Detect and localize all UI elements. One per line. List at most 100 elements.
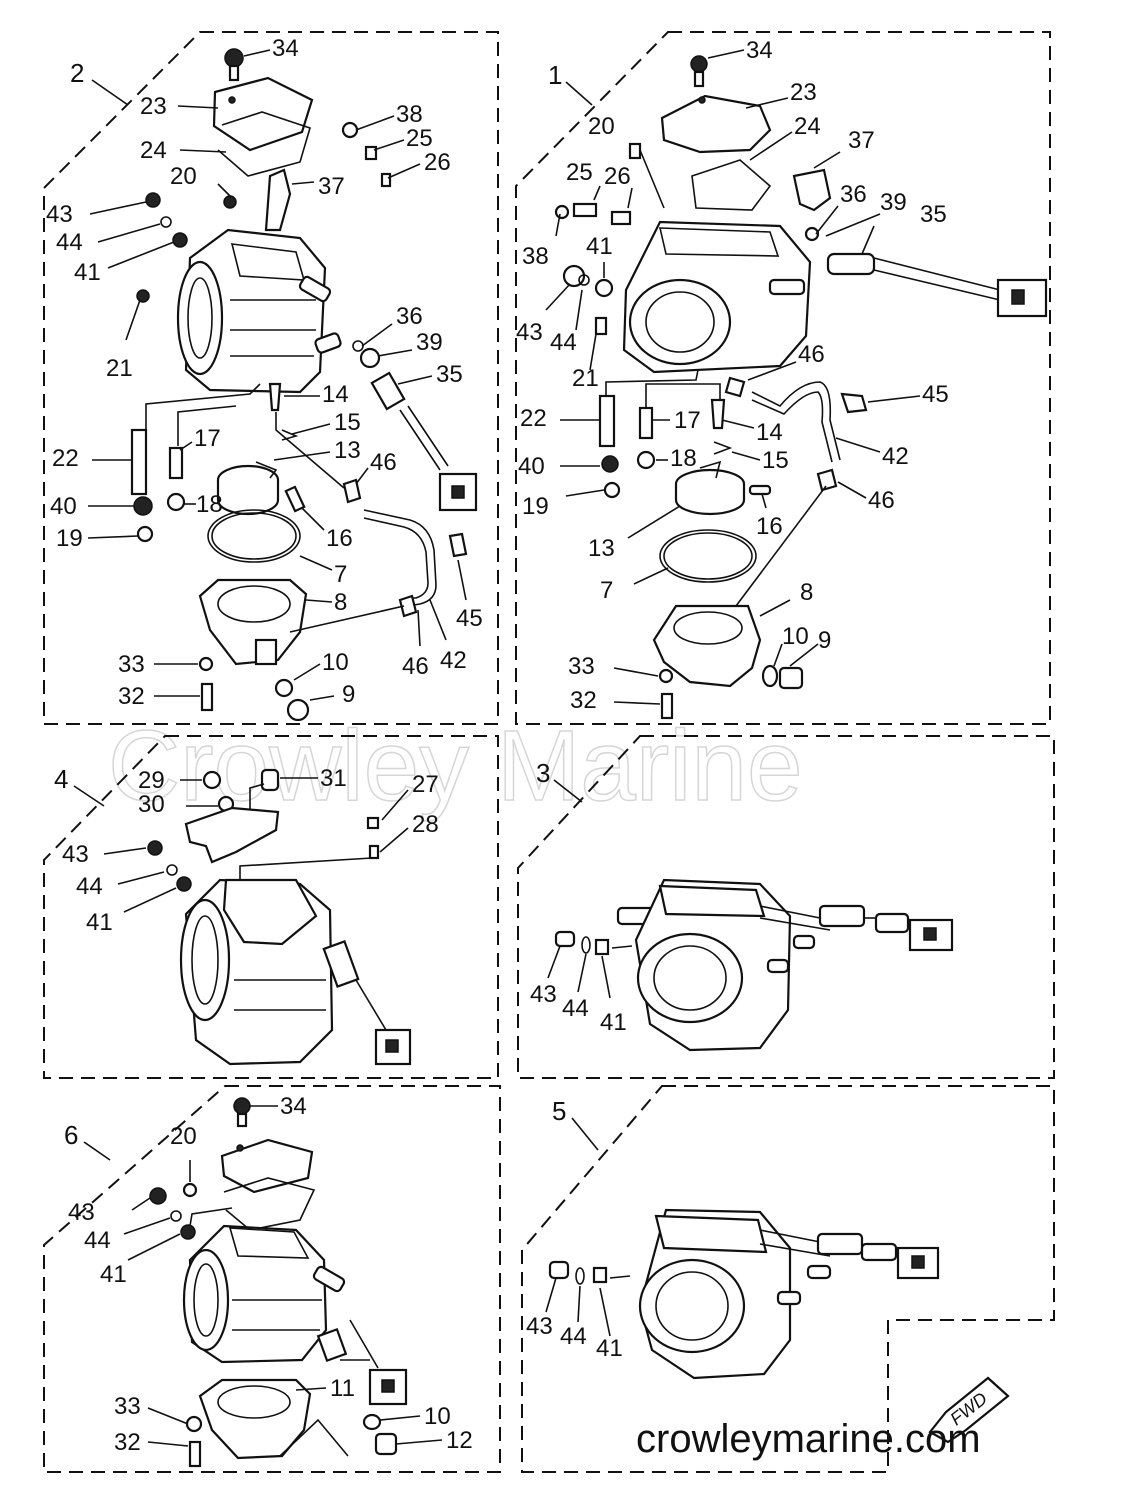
callout-44: 44	[76, 873, 103, 900]
callout-7: 7	[334, 561, 347, 588]
callout-41: 41	[86, 909, 113, 936]
callout-43: 43	[46, 201, 73, 228]
callout-33: 33	[568, 653, 595, 680]
callout-32: 32	[114, 1429, 141, 1456]
callout-45: 45	[922, 381, 949, 408]
callout-43: 43	[516, 319, 543, 346]
callout-21: 21	[572, 365, 599, 392]
callout-35: 35	[920, 201, 947, 228]
callout-35: 35	[436, 361, 463, 388]
callout-9: 9	[342, 681, 355, 708]
callout-15: 15	[334, 409, 361, 436]
callout-20: 20	[588, 113, 615, 140]
callout-12: 12	[446, 1427, 473, 1454]
callout-44: 44	[562, 995, 589, 1022]
panel-frame-1	[515, 31, 1051, 725]
panel-number-labels: 2 1 4 3 6 5	[54, 58, 599, 1161]
callout-19: 19	[56, 525, 83, 552]
callout-30: 30	[138, 791, 165, 818]
callout-20: 20	[170, 1123, 197, 1150]
callout-44: 44	[84, 1227, 111, 1254]
callout-41: 41	[100, 1261, 127, 1288]
callout-17: 17	[674, 407, 701, 434]
panel-4-drawing	[103, 768, 412, 1066]
callout-40: 40	[50, 493, 77, 520]
callout-28: 28	[412, 811, 439, 838]
callout-43: 43	[62, 841, 89, 868]
panel-3-label: 3	[536, 758, 550, 788]
callout-34: 34	[280, 1093, 307, 1120]
panel-frame-2	[43, 31, 499, 725]
callout-26: 26	[604, 163, 631, 190]
callout-7: 7	[600, 577, 613, 604]
callout-29: 29	[138, 767, 165, 794]
callout-8: 8	[800, 579, 813, 606]
panel-2-drawing	[87, 48, 478, 722]
callout-9: 9	[818, 627, 831, 654]
callout-36: 36	[840, 181, 867, 208]
callout-38: 38	[396, 101, 423, 128]
panel-3-callouts: 43 44 41	[530, 981, 627, 1036]
panel-frame-5	[521, 1085, 1055, 1473]
callout-43: 43	[526, 1313, 553, 1340]
panel-5-callouts: 43 44 41	[526, 1313, 623, 1362]
panel-2-label: 2	[70, 58, 84, 88]
callout-36: 36	[396, 303, 423, 330]
callout-42: 42	[882, 443, 909, 470]
callout-13: 13	[334, 437, 361, 464]
callout-17: 17	[194, 425, 221, 452]
callout-40: 40	[518, 453, 545, 480]
callout-46b: 46	[402, 653, 429, 680]
callout-43: 43	[530, 981, 557, 1008]
panel-frame-6	[43, 1085, 501, 1473]
callout-44: 44	[56, 229, 83, 256]
callout-22: 22	[52, 445, 79, 472]
callout-41: 41	[600, 1009, 627, 1036]
callout-37: 37	[848, 127, 875, 154]
callout-16: 16	[756, 513, 783, 540]
panel-3-drawing	[547, 878, 954, 1052]
callout-21: 21	[106, 355, 133, 382]
panel-6-callouts: 34 20 43 44 41 11 33 10 32 12	[68, 1093, 473, 1456]
callout-14: 14	[756, 419, 783, 446]
panel-frame-4	[43, 735, 499, 1079]
callout-46b: 46	[868, 487, 895, 514]
callout-44: 44	[550, 329, 577, 356]
callout-14: 14	[322, 381, 349, 408]
callout-33: 33	[118, 651, 145, 678]
panel-1-label: 1	[548, 60, 562, 90]
callout-13: 13	[588, 535, 615, 562]
callout-33: 33	[114, 1393, 141, 1420]
callout-15: 15	[762, 447, 789, 474]
panel-5-drawing: FWD	[545, 1208, 1010, 1444]
callout-39: 39	[416, 329, 443, 356]
callout-19: 19	[522, 493, 549, 520]
panel-5-label: 5	[552, 1096, 566, 1126]
callout-27: 27	[412, 771, 439, 798]
callout-32: 32	[570, 687, 597, 714]
callout-8: 8	[334, 589, 347, 616]
callout-45: 45	[456, 605, 483, 632]
panel-6-drawing	[123, 1097, 443, 1468]
callout-41: 41	[596, 1335, 623, 1362]
callout-20: 20	[170, 163, 197, 190]
callout-41: 41	[586, 233, 613, 260]
callout-26: 26	[424, 149, 451, 176]
callout-24: 24	[794, 113, 821, 140]
callout-18: 18	[670, 445, 697, 472]
panel-2-callouts: 34 23 24 38 25 26 20 37 43 44 41 21 36 3…	[46, 35, 483, 710]
callout-37: 37	[318, 173, 345, 200]
callout-41: 41	[74, 259, 101, 286]
callout-43: 43	[68, 1199, 95, 1226]
callout-39: 39	[880, 189, 907, 216]
callout-25: 25	[566, 159, 593, 186]
callout-44: 44	[560, 1323, 587, 1350]
panel-4-label: 4	[54, 764, 68, 794]
callout-31: 31	[320, 765, 347, 792]
callout-42: 42	[440, 647, 467, 674]
callout-10: 10	[322, 649, 349, 676]
callout-38: 38	[522, 243, 549, 270]
callout-10: 10	[424, 1403, 451, 1430]
callout-18: 18	[196, 491, 223, 518]
